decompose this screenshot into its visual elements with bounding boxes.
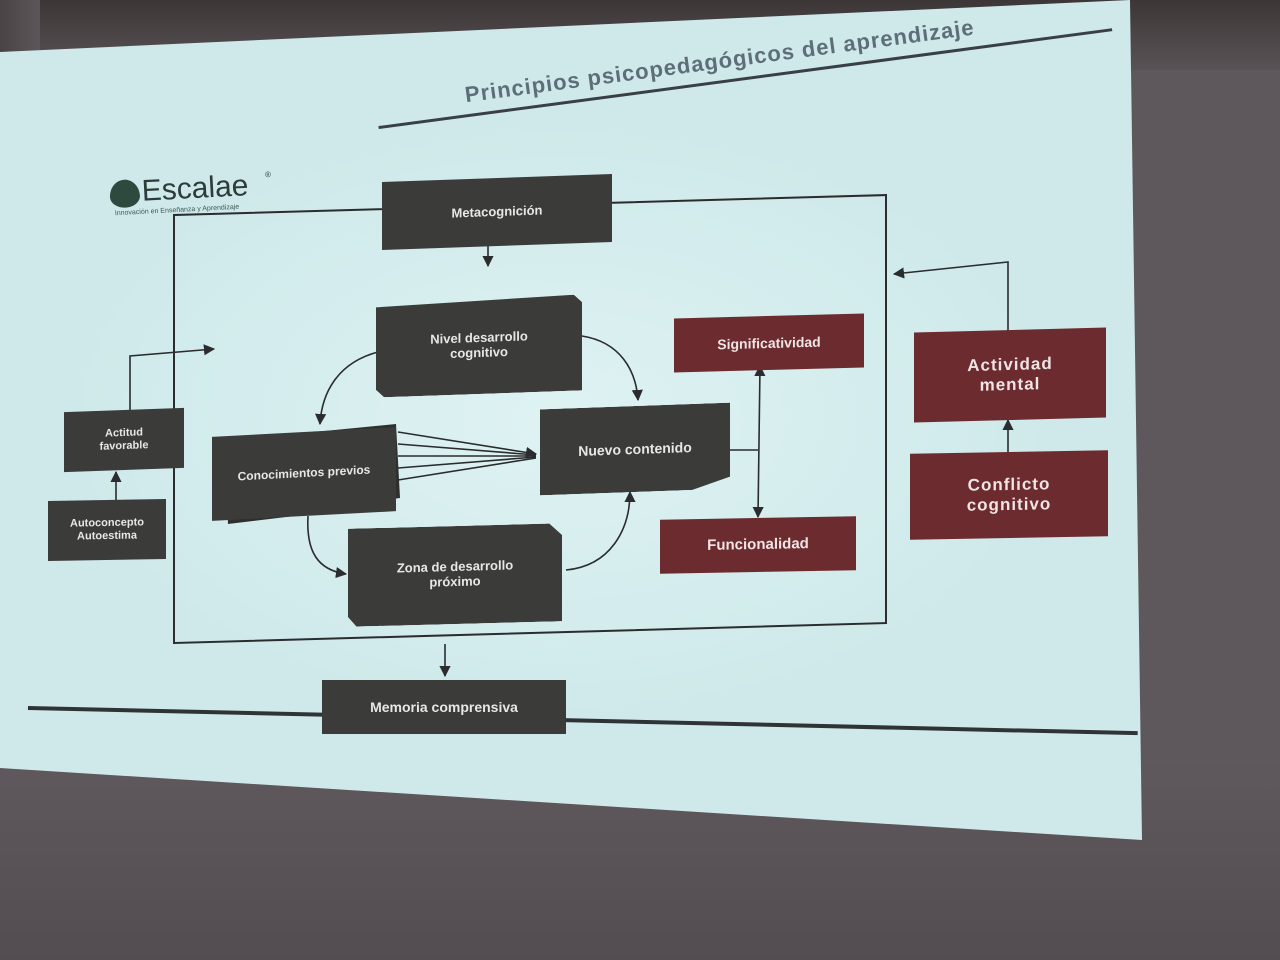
node-nuevo-contenido: Nuevo contenido <box>540 403 730 496</box>
node-actividad-mental: Actividad mental <box>914 327 1106 423</box>
arrow-nivel-nuevo <box>581 335 643 402</box>
node-actitud-favorable: Actitud favorable <box>64 407 184 473</box>
node-memoria-comprensiva: Memoria comprensiva <box>322 680 566 734</box>
arrow-significatividad-funcionalidad <box>752 364 766 519</box>
arrow-fan-5 <box>397 457 537 481</box>
arrow-fan-4 <box>397 456 537 469</box>
node-nivel-desarrollo: Nivel desarrollo cognitivo <box>376 294 582 397</box>
arrow-fan-2 <box>397 443 537 456</box>
arrow-actitud-frame <box>129 344 216 410</box>
node-autoconcepto: Autoconcepto Autoestima <box>48 498 166 562</box>
node-zona-desarrollo: Zona de desarrollo próximo <box>348 523 562 627</box>
node-conflicto-cognitivo: Conflicto cognitivo <box>910 450 1108 540</box>
arrow-actividad-frame <box>892 261 1009 334</box>
arrow-nivel-conocimientos <box>315 351 379 426</box>
arrow-conocimientos-zona <box>307 515 348 579</box>
node-significatividad: Significatividad <box>674 313 864 373</box>
node-conocimientos-previos: Conocimientos previos <box>212 427 396 521</box>
arrow-fan-1 <box>397 431 538 458</box>
node-metacognicion: Metacognición <box>382 173 612 251</box>
arrow-zona-nuevo <box>565 490 636 571</box>
node-funcionalidad: Funcionalidad <box>660 516 856 574</box>
